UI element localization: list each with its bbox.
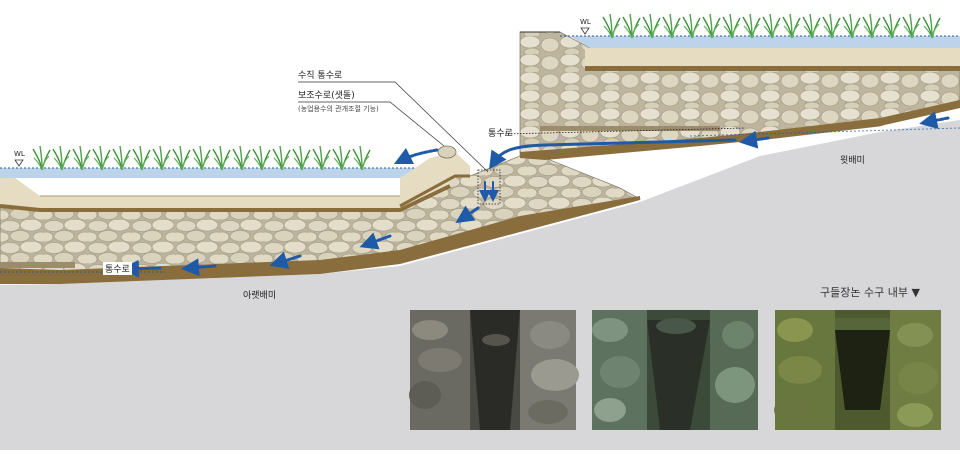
aux-channel-arrow bbox=[393, 147, 439, 165]
rice-plant bbox=[642, 13, 661, 39]
rice-plant bbox=[682, 13, 701, 39]
wl-label-upper: WL bbox=[580, 18, 591, 26]
rice-plant bbox=[352, 145, 371, 171]
photo-inlet-3 bbox=[774, 310, 941, 430]
rice-plant bbox=[702, 13, 721, 39]
lower-paddy bbox=[0, 152, 642, 284]
rice-plant bbox=[722, 13, 741, 39]
leader-aux-channel bbox=[298, 101, 445, 147]
label-channel-lower: 통수로 bbox=[103, 262, 132, 275]
rice-plant bbox=[212, 145, 231, 171]
wl-marker-upper bbox=[580, 27, 590, 35]
rice-plant bbox=[902, 13, 921, 39]
label-aux-channel: 보조수로(샛돌) bbox=[298, 91, 355, 101]
rice-plant bbox=[232, 145, 251, 171]
rice-plant bbox=[862, 13, 881, 39]
label-aux-channel-note: (농업용수의 관개조절 기능) bbox=[298, 105, 379, 113]
wl-marker-lower bbox=[14, 159, 24, 167]
rice-plant bbox=[332, 145, 351, 171]
label-channel-upper: 통수로 bbox=[488, 129, 513, 139]
rice-plant bbox=[72, 145, 91, 171]
rice-plant bbox=[92, 145, 111, 171]
photos-caption: 구들장논 수구 내부 ▼ bbox=[820, 286, 920, 299]
leader-vertical-channel bbox=[298, 81, 489, 173]
rice-plant bbox=[32, 145, 51, 171]
wl-label-lower: WL bbox=[14, 150, 25, 158]
rice-plant bbox=[312, 145, 331, 171]
upper-paddy bbox=[519, 31, 960, 160]
rice-plant bbox=[152, 145, 171, 171]
rice-plant bbox=[192, 145, 211, 171]
rice-plant bbox=[802, 13, 821, 39]
flow-arrows bbox=[121, 111, 950, 278]
rice-plant bbox=[762, 13, 781, 39]
upper-channel-arrow bbox=[489, 138, 737, 170]
upper-stone-arrow-2 bbox=[739, 130, 770, 149]
label-vertical-channel: 수직 통수로 bbox=[298, 71, 343, 81]
label-lower-paddy: 아랫배미 bbox=[243, 291, 277, 301]
label-upper-paddy: 윗배미 bbox=[840, 156, 865, 166]
rice-plant bbox=[172, 145, 191, 171]
rice-plant bbox=[602, 13, 621, 39]
rice-plant bbox=[52, 145, 71, 171]
rice-plant bbox=[662, 13, 681, 39]
rice-plant bbox=[882, 13, 901, 39]
upper-stone-arrow bbox=[919, 111, 950, 130]
rice-plant bbox=[922, 13, 941, 39]
rice-plant bbox=[272, 145, 291, 171]
aux-channel-stone bbox=[437, 145, 457, 159]
rice-plant bbox=[622, 13, 641, 39]
rice-plants-lower bbox=[32, 145, 371, 171]
rice-plant bbox=[822, 13, 841, 39]
rice-plant bbox=[842, 13, 861, 39]
photo-inlet-1 bbox=[409, 310, 579, 430]
rice-plant bbox=[742, 13, 761, 39]
rice-plant bbox=[782, 13, 801, 39]
vertical-channel-box bbox=[477, 169, 501, 205]
rice-plant bbox=[252, 145, 271, 171]
photo-inlet-2 bbox=[592, 310, 758, 430]
rice-plant bbox=[292, 145, 311, 171]
rice-plant bbox=[112, 145, 131, 171]
rice-plants-upper bbox=[602, 13, 941, 39]
rice-plant bbox=[132, 145, 151, 171]
